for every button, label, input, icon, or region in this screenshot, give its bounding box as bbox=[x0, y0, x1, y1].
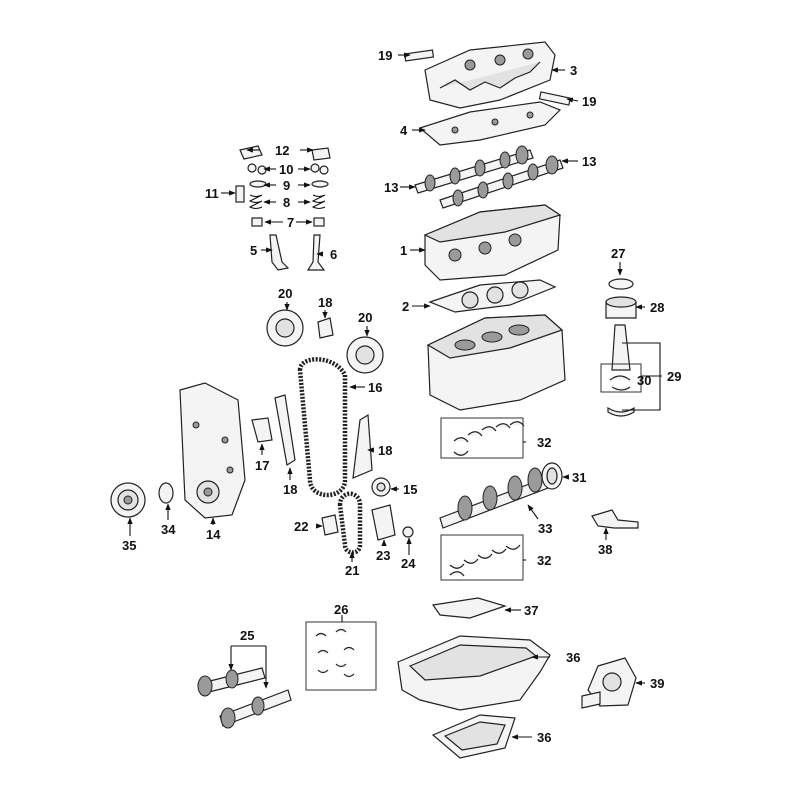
valve-cover-gasket-part bbox=[418, 101, 562, 146]
callout-5: 5 bbox=[250, 243, 257, 258]
callout-1: 1 bbox=[400, 243, 407, 258]
cam-phaser-part bbox=[266, 309, 384, 374]
callout-20: 20 bbox=[278, 286, 292, 301]
oil-pump-part bbox=[581, 657, 637, 709]
callout-labels: 19 3 19 4 13 13 1 2 27 28 29 30 12 10 9 … bbox=[122, 48, 681, 745]
callout-19: 19 bbox=[378, 48, 392, 63]
callout-20: 20 bbox=[358, 310, 372, 325]
callout-25: 25 bbox=[240, 628, 254, 643]
chain-guide-part bbox=[317, 317, 334, 339]
callout-18: 18 bbox=[378, 443, 392, 458]
callout-6: 6 bbox=[330, 247, 337, 262]
oil-baffle-part bbox=[431, 597, 507, 619]
oil-pan-lower-part bbox=[431, 714, 516, 759]
rear-main-seal-part bbox=[541, 462, 563, 490]
sprocket-part bbox=[402, 526, 414, 538]
callout-38: 38 bbox=[598, 542, 612, 557]
camshaft-part bbox=[414, 145, 564, 209]
callout-33: 33 bbox=[538, 521, 552, 536]
piston-ring-part bbox=[608, 278, 634, 290]
balance-shaft-bearing-part bbox=[315, 628, 355, 678]
callout-28: 28 bbox=[650, 300, 664, 315]
callout-36: 36 bbox=[537, 730, 551, 745]
callout-31: 31 bbox=[572, 470, 586, 485]
callout-8: 8 bbox=[283, 195, 290, 210]
balance-shaft-part bbox=[197, 667, 292, 729]
callout-11: 11 bbox=[205, 186, 219, 201]
callout-13: 13 bbox=[582, 154, 596, 169]
callout-24: 24 bbox=[401, 556, 416, 571]
main-bearing-box-upper bbox=[440, 417, 524, 459]
callout-13: 13 bbox=[384, 180, 398, 195]
callout-7: 7 bbox=[287, 215, 294, 230]
valve-cover-part bbox=[424, 41, 556, 109]
rod-cap-part bbox=[607, 406, 635, 417]
rod-bearing-part bbox=[609, 375, 631, 391]
crank-sprocket-part bbox=[371, 477, 391, 497]
callout-2: 2 bbox=[402, 299, 409, 314]
front-cover-part bbox=[179, 382, 246, 519]
callout-16: 16 bbox=[368, 380, 382, 395]
callout-22: 22 bbox=[294, 519, 308, 534]
callout-9: 9 bbox=[283, 178, 290, 193]
callout-32: 32 bbox=[537, 435, 551, 450]
chain-guide-part bbox=[274, 394, 373, 479]
timing-chain-part bbox=[297, 357, 348, 498]
oil-pickup-part bbox=[591, 509, 639, 529]
front-seal-part bbox=[158, 482, 174, 504]
callout-10: 10 bbox=[279, 162, 293, 177]
main-bearing-upper-part bbox=[453, 421, 525, 456]
callout-29: 29 bbox=[667, 369, 681, 384]
callout-19: 19 bbox=[582, 94, 596, 109]
harmonic-balancer-part bbox=[110, 482, 146, 518]
oil-pump-chain-part bbox=[337, 491, 363, 555]
callout-14: 14 bbox=[206, 527, 221, 542]
engine-block-part bbox=[426, 314, 566, 411]
bearing-box bbox=[600, 363, 642, 393]
leader-lines bbox=[127, 52, 662, 740]
callout-18: 18 bbox=[318, 295, 332, 310]
chain-guide-part bbox=[321, 514, 339, 536]
head-gasket-part bbox=[428, 279, 557, 313]
callout-39: 39 bbox=[650, 676, 664, 691]
callout-36: 36 bbox=[566, 650, 580, 665]
chain-tensioner-part bbox=[371, 504, 396, 541]
piston-part bbox=[605, 296, 637, 319]
callout-23: 23 bbox=[376, 548, 390, 563]
cylinder-head-part bbox=[423, 204, 562, 281]
callout-12: 12 bbox=[275, 143, 289, 158]
callout-18: 18 bbox=[283, 482, 297, 497]
callout-15: 15 bbox=[403, 482, 417, 497]
callout-34: 34 bbox=[161, 522, 176, 537]
oil-pan-part bbox=[397, 635, 551, 711]
callout-32: 32 bbox=[537, 553, 551, 568]
callout-4: 4 bbox=[400, 123, 408, 138]
callout-26: 26 bbox=[334, 602, 348, 617]
callout-30: 30 bbox=[637, 373, 651, 388]
connecting-rod-part bbox=[611, 324, 631, 371]
chain-tensioner-part bbox=[251, 417, 273, 443]
callout-27: 27 bbox=[611, 246, 625, 261]
balance-bearing-box bbox=[305, 621, 377, 691]
crankshaft-part bbox=[439, 467, 549, 529]
callout-3: 3 bbox=[570, 63, 577, 78]
callout-37: 37 bbox=[524, 603, 538, 618]
callout-17: 17 bbox=[255, 458, 269, 473]
callout-21: 21 bbox=[345, 563, 359, 578]
main-bearing-lower-part bbox=[449, 544, 521, 577]
main-bearing-box-lower bbox=[440, 534, 524, 581]
callout-35: 35 bbox=[122, 538, 136, 553]
